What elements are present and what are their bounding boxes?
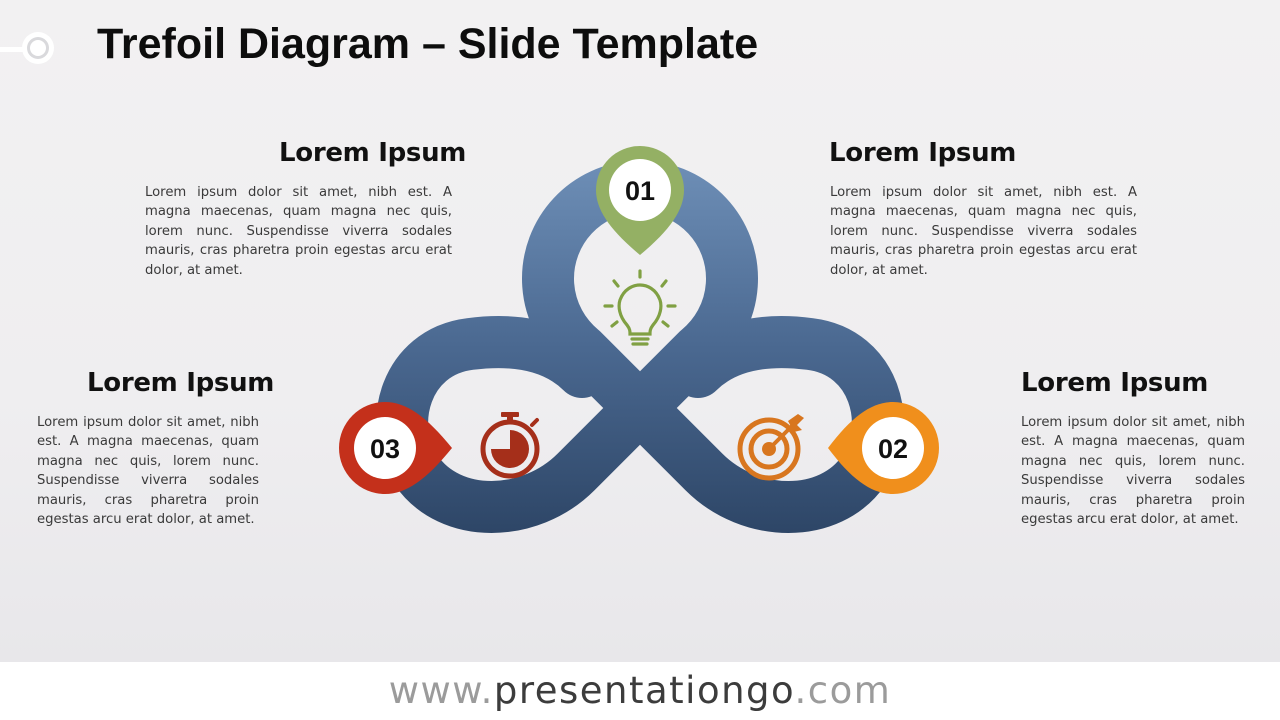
- footer-prefix: www.: [388, 669, 494, 712]
- pin-02-number: 02: [878, 434, 908, 464]
- footer-suffix: .com: [794, 669, 892, 712]
- footer-domain: presentationgo: [493, 669, 795, 712]
- item-01-right-heading: Lorem Ipsum: [829, 138, 1017, 168]
- item-02-heading: Lorem Ipsum: [1021, 368, 1209, 398]
- pin-02: [828, 402, 939, 494]
- pin-03: [339, 402, 452, 494]
- pin-01: [596, 146, 684, 255]
- item-03-text: Lorem ipsum dolor sit amet, nibh est. A …: [37, 415, 259, 528]
- footer-url: www.presentationgo.com: [0, 662, 1280, 720]
- hanger-decoration-icon: [0, 32, 54, 64]
- item-01-left-text: Lorem ipsum dolor sit amet, nibh est. A …: [145, 185, 452, 278]
- target-icon: [737, 414, 804, 481]
- stopwatch-icon: [480, 412, 540, 479]
- item-01-right-text: Lorem ipsum dolor sit amet, nibh est. A …: [830, 185, 1137, 278]
- pin-01-number: 01: [625, 176, 655, 206]
- pin-03-number: 03: [370, 434, 400, 464]
- trefoil-diagram: 01 02 03: [339, 146, 939, 533]
- lightbulb-icon: [603, 269, 677, 346]
- slide: Trefoil Diagram – Slide Template Lorem I…: [0, 0, 1280, 662]
- item-02-text: Lorem ipsum dolor sit amet, nibh est. A …: [1021, 415, 1245, 528]
- item-03-heading: Lorem Ipsum: [87, 368, 275, 398]
- item-01-heading: Lorem Ipsum: [279, 138, 467, 168]
- page-title: Trefoil Diagram – Slide Template: [97, 20, 759, 68]
